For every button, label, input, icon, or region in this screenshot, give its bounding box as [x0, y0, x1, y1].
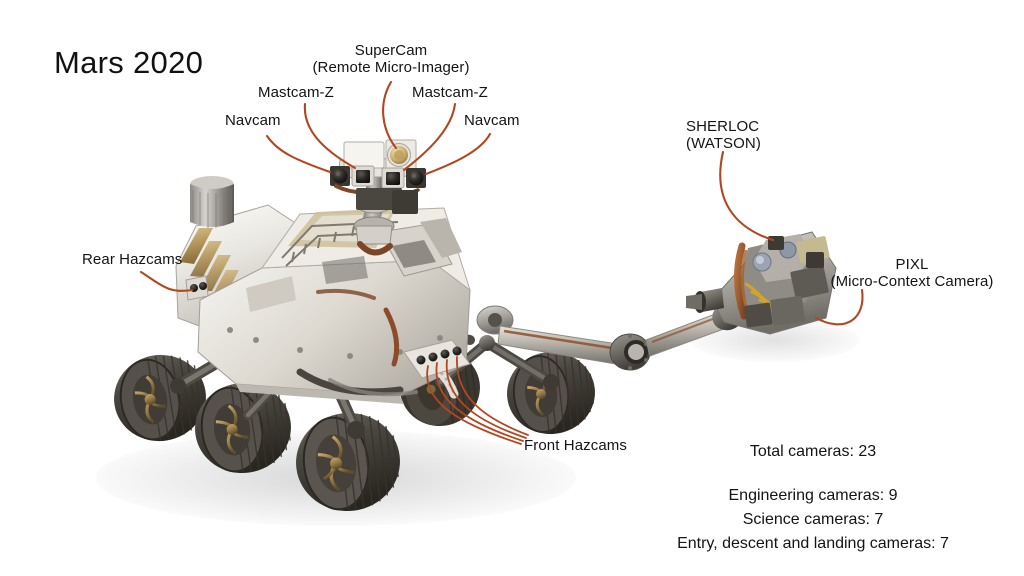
rover-body	[175, 176, 471, 404]
label-navcam-right: Navcam	[464, 112, 520, 129]
leader-rear-hazcams	[139, 270, 194, 292]
deck-truss	[281, 221, 401, 267]
wheel-front-right	[507, 351, 595, 435]
rtg-fins	[180, 228, 239, 306]
rover-ground-shadow	[96, 430, 576, 526]
robotic-arm	[476, 231, 837, 371]
stat-total: Total cameras: 23	[749, 443, 877, 460]
stat-engineering: Engineering cameras: 9	[728, 487, 898, 504]
navcam-left-lens	[330, 166, 350, 186]
wheel-rear-left	[114, 354, 207, 442]
label-pixl-line1: PIXL	[895, 256, 929, 273]
label-sherloc: SHERLOC (WATSON)	[686, 118, 761, 152]
leader-front-hazcam-1	[426, 365, 522, 445]
label-mastcam-z-left: Mastcam-Z	[258, 84, 334, 101]
arm-elbow	[609, 333, 651, 371]
label-supercam-line2: (Remote Micro-Imager)	[312, 59, 470, 76]
wheel-front-left	[296, 412, 400, 512]
label-pixl: PIXL (Micro-Context Camera)	[828, 256, 996, 290]
leader-mastcam-z-right	[402, 102, 457, 172]
rover-suspension	[170, 320, 559, 439]
leader-front-hazcam-2	[435, 362, 524, 442]
leader-front-hazcam-4	[456, 356, 529, 436]
front-hazcam-cluster	[403, 339, 471, 379]
label-pixl-line2: (Micro-Context Camera)	[830, 273, 994, 290]
navcam-right-lens	[406, 168, 426, 188]
mastcam-z-left-lens	[351, 165, 375, 187]
label-front-hazcams: Front Hazcams	[524, 437, 627, 454]
rtg-cylinder	[190, 176, 234, 228]
pixl-head	[806, 252, 824, 268]
arm-turret	[686, 231, 837, 335]
mastcam-z-right-lens	[381, 167, 405, 189]
label-sherloc-line1: SHERLOC	[686, 118, 760, 135]
label-navcam-left: Navcam	[225, 112, 281, 129]
label-supercam-line1: SuperCam	[354, 42, 428, 59]
turret-ground-shadow	[690, 318, 860, 362]
leader-supercam	[382, 80, 398, 150]
leader-front-hazcam-3	[445, 359, 527, 439]
leader-navcam-right	[424, 132, 492, 176]
label-mastcam-z-right: Mastcam-Z	[412, 84, 488, 101]
supercam-aperture	[390, 146, 408, 164]
leader-navcam-left	[265, 134, 332, 174]
leader-sherloc	[719, 150, 775, 242]
remote-sensing-mast	[330, 139, 426, 256]
label-supercam: SuperCam (Remote Micro-Imager)	[276, 42, 506, 76]
sherloc-head	[768, 236, 784, 250]
label-rear-hazcams: Rear Hazcams	[82, 251, 183, 268]
stat-edl: Entry, descent and landing cameras: 7	[677, 535, 949, 552]
wheel-middle-left	[195, 382, 291, 474]
leader-pixl	[814, 288, 864, 326]
wheel-rear-right	[400, 349, 480, 427]
stat-science: Science cameras: 7	[742, 511, 884, 528]
camera-stats: Total cameras: 23 Engineering cameras: 9…	[612, 440, 1014, 552]
page-title: Mars 2020	[54, 45, 204, 80]
leader-mastcam-z-left	[303, 102, 357, 170]
label-sherloc-line2: (WATSON)	[686, 135, 761, 152]
rear-hazcam-cluster	[185, 275, 209, 301]
